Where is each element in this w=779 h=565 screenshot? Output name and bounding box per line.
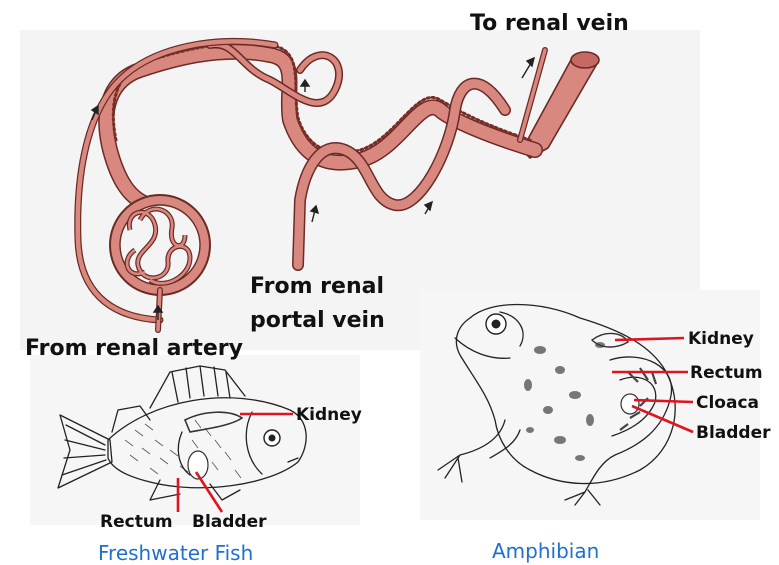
frog-label-cloaca: Cloaca bbox=[696, 393, 759, 413]
frog-label-rectum: Rectum bbox=[690, 363, 763, 383]
frog-label-kidney: Kidney bbox=[688, 329, 754, 349]
fish-label-kidney: Kidney bbox=[296, 405, 362, 425]
frog-label-bladder: Bladder bbox=[696, 423, 771, 443]
renal-vein-opening bbox=[571, 52, 599, 68]
label-to-renal-vein: To renal vein bbox=[470, 11, 629, 36]
frog-bladder bbox=[621, 394, 639, 414]
fish-panel-background bbox=[30, 355, 360, 525]
label-from-renal-portal-vein-line2: portal vein bbox=[250, 308, 385, 333]
label-from-renal-portal-vein-line1: From renal bbox=[250, 274, 384, 299]
fish-label-rectum: Rectum bbox=[100, 512, 173, 532]
fish-label-bladder: Bladder bbox=[192, 512, 267, 532]
fish-caption: Freshwater Fish bbox=[98, 541, 253, 565]
amphibian-caption: Amphibian bbox=[492, 539, 599, 563]
label-from-renal-artery: From renal artery bbox=[25, 336, 243, 361]
